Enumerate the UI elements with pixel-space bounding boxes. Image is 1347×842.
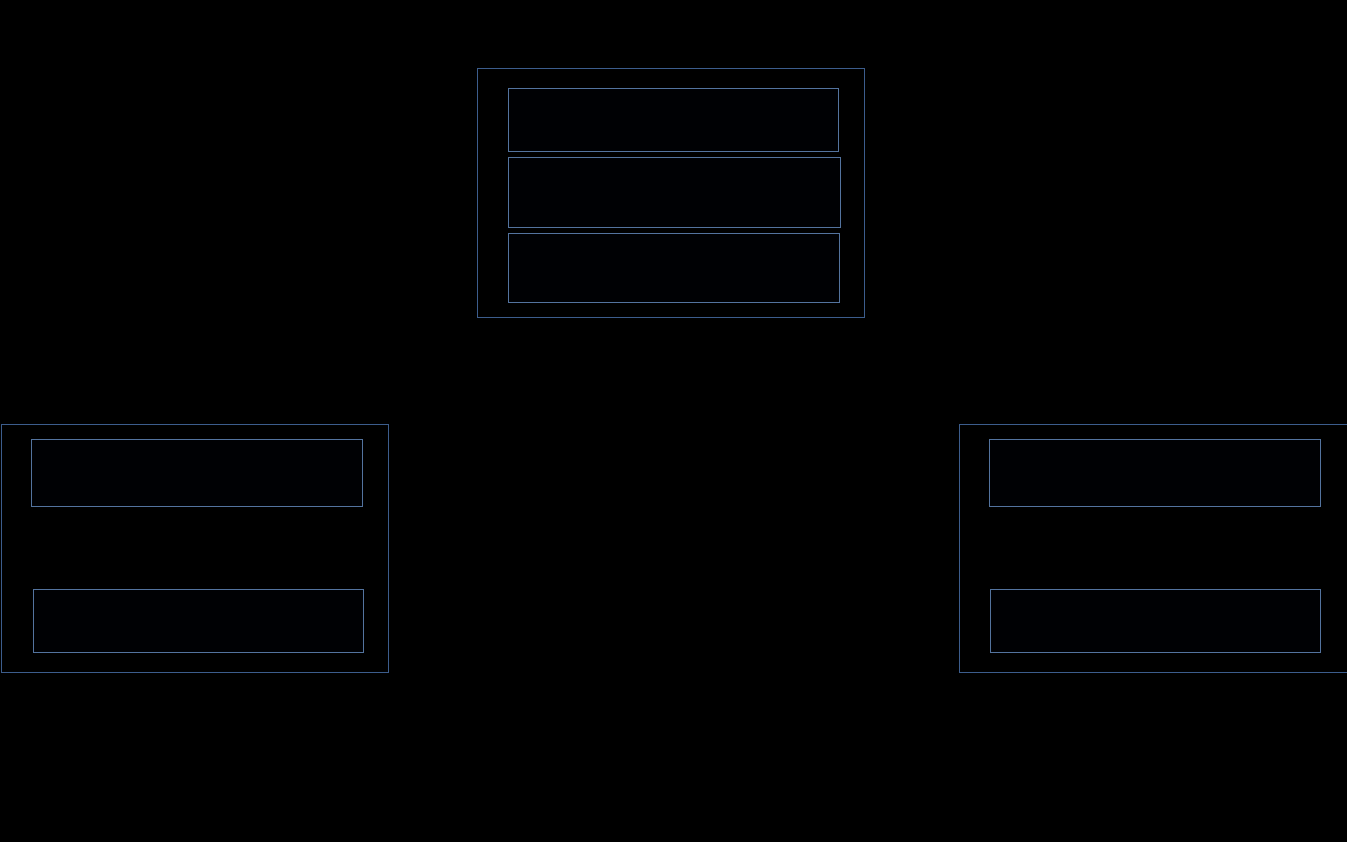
- top-center-panel[interactable]: [477, 68, 865, 318]
- bottom-right-panel[interactable]: [959, 424, 1347, 673]
- left-panel-content-box-1[interactable]: [31, 439, 363, 507]
- right-panel-content-box-1[interactable]: [989, 439, 1321, 507]
- right-panel-content-box-2[interactable]: [990, 589, 1321, 653]
- top-panel-content-box-1[interactable]: [508, 88, 839, 152]
- bottom-left-panel[interactable]: [1, 424, 389, 673]
- top-panel-content-box-2[interactable]: [508, 157, 841, 228]
- top-panel-content-box-3[interactable]: [508, 233, 840, 303]
- left-panel-content-box-2[interactable]: [33, 589, 364, 653]
